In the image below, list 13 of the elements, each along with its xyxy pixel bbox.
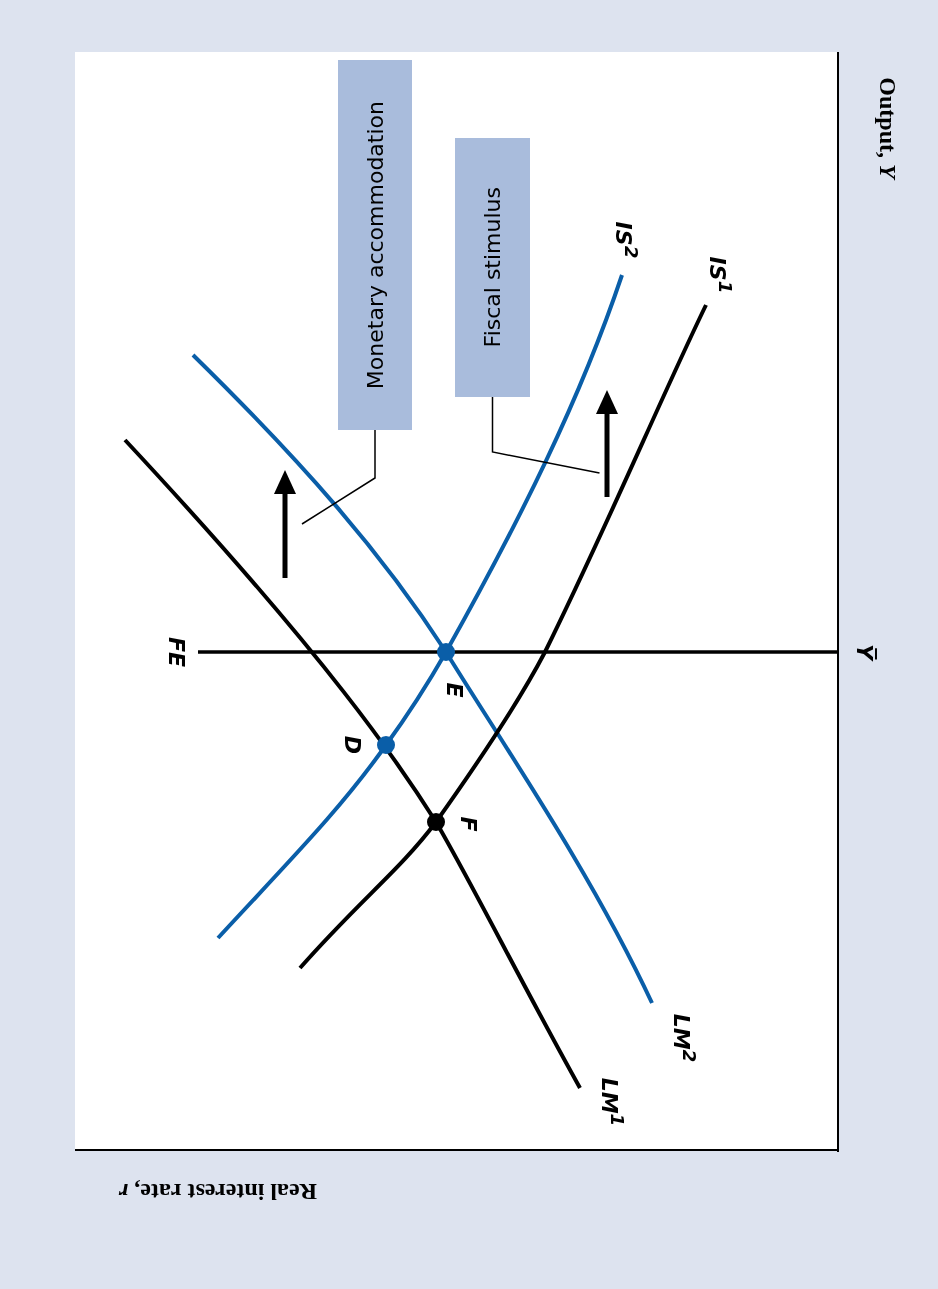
axis-title: Output, Y (876, 77, 900, 179)
point-label: D (341, 735, 363, 755)
leader-line (491, 396, 601, 474)
callout-text: Monetary accommodation (362, 100, 388, 390)
point-label: F (457, 816, 479, 832)
callout-text: Fiscal stimulus (480, 187, 505, 348)
point-label: E (443, 682, 465, 698)
curve-label: FE (165, 636, 187, 668)
callout-box (338, 60, 412, 430)
callout-box (455, 138, 530, 397)
axis-value-label: Y̅ (853, 644, 875, 660)
leader-line (301, 429, 376, 525)
axis-title: Real interest rate, r (118, 1180, 318, 1204)
